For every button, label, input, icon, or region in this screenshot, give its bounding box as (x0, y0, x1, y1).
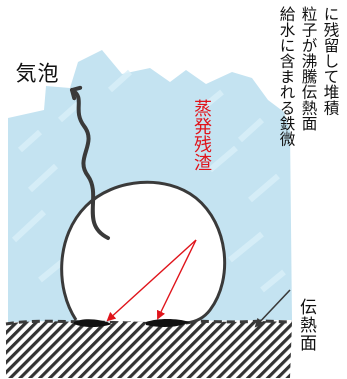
residue-deposit-left (74, 319, 112, 327)
heat-surface-hatch (6, 320, 292, 378)
residue-label: 蒸発残渣 (191, 99, 212, 171)
deposit-pointer-arrow (254, 289, 291, 328)
deposit-layer (5, 318, 293, 326)
residue-deposit-right (146, 319, 190, 327)
liquid-texture (11, 69, 286, 293)
residue-arrow-right (157, 239, 197, 320)
heat-surface-label: 伝熱面 (296, 298, 316, 352)
note-line-2: 粒子が沸騰伝熱面 (299, 6, 318, 131)
residue-arrow-left (106, 239, 197, 322)
note-line-3: に残留して堆積 (321, 6, 340, 116)
note-line-1: 給水に含まれる鉄微 (277, 6, 296, 147)
bubble-label-char-0: 気 (13, 62, 37, 86)
vapor-path-arrow (70, 85, 110, 240)
vapor-bubble (60, 180, 227, 325)
bubble-label-char-1: 泡 (35, 62, 59, 86)
